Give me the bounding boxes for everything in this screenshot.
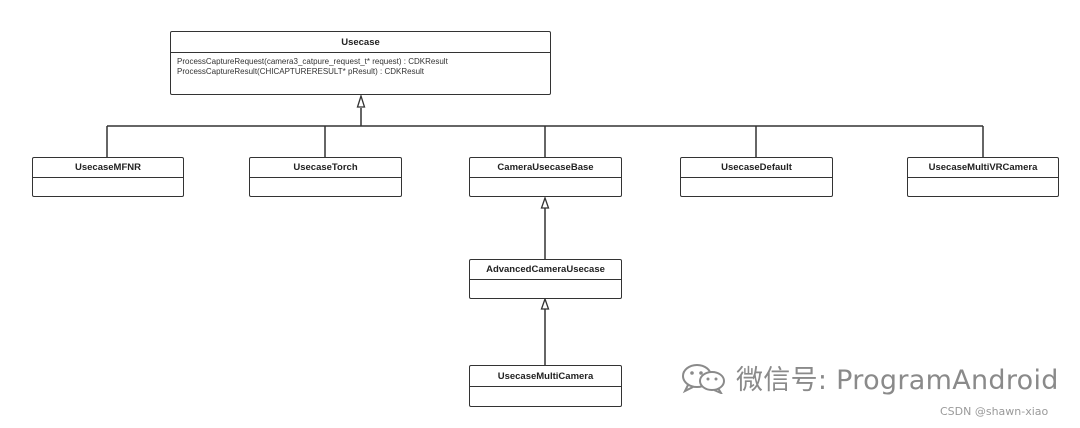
class-name-usecase: Usecase	[171, 32, 550, 53]
class-advanced-camera-usecase[interactable]: AdvancedCameraUsecase	[469, 259, 622, 299]
wechat-icon	[682, 363, 725, 394]
operation-process-capture-result: ProcessCaptureResult(CHICAPTURERESULT* p…	[177, 67, 425, 76]
operation-process-capture-request: ProcessCaptureRequest(camera3_catpure_re…	[177, 57, 448, 66]
watermark-text: 微信号: ProgramAndroid	[736, 365, 1059, 396]
class-usecase[interactable]: Usecase ProcessCaptureRequest(camera3_ca…	[170, 31, 551, 95]
class-usecase-default[interactable]: UsecaseDefault	[680, 157, 833, 197]
class-usecase-torch[interactable]: UsecaseTorch	[249, 157, 402, 197]
class-name-usecase-multi-camera: UsecaseMultiCamera	[470, 366, 621, 387]
class-name-advanced-camera-usecase: AdvancedCameraUsecase	[470, 260, 621, 280]
class-name-usecase-mfnr: UsecaseMFNR	[33, 158, 183, 178]
wechat-watermark: 微信号: ProgramAndroid	[680, 358, 1059, 397]
class-name-usecase-multi-vr-camera: UsecaseMultiVRCamera	[908, 158, 1058, 178]
class-usecase-multi-camera[interactable]: UsecaseMultiCamera	[469, 365, 622, 407]
inheritance-arrow-camera-base	[540, 196, 550, 209]
class-usecase-mfnr[interactable]: UsecaseMFNR	[32, 157, 184, 197]
inheritance-arrow-advanced	[540, 297, 550, 310]
class-camera-usecase-base[interactable]: CameraUsecaseBase	[469, 157, 622, 197]
inheritance-arrow-usecase	[356, 93, 366, 108]
class-name-usecase-default: UsecaseDefault	[681, 158, 832, 178]
csdn-credit: CSDN @shawn-xiao	[940, 405, 1049, 418]
class-name-camera-usecase-base: CameraUsecaseBase	[470, 158, 621, 178]
class-usecase-multi-vr-camera[interactable]: UsecaseMultiVRCamera	[907, 157, 1059, 197]
class-name-usecase-torch: UsecaseTorch	[250, 158, 401, 178]
class-operations-usecase: ProcessCaptureRequest(camera3_catpure_re…	[171, 53, 550, 77]
